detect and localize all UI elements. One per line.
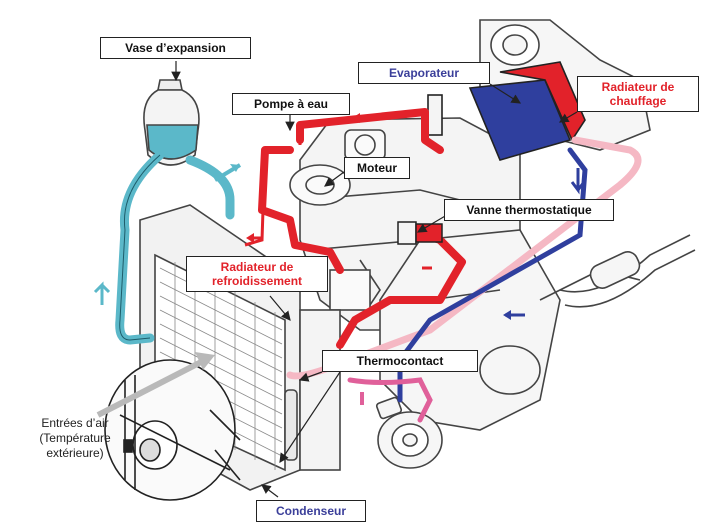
label-entrees-air: Entrées d’air (Température extérieure)	[20, 416, 130, 461]
label-radiateur-refroidissement: Radiateur de refroidissement	[186, 256, 328, 292]
label-radiateur-chauffage: Radiateur de chauffage	[577, 76, 699, 112]
compressor-branch-hose	[347, 377, 433, 423]
cyan-arrow-up-left	[93, 281, 111, 305]
gearbox-outline	[379, 229, 641, 431]
label-thermocontact: Thermocontact	[322, 350, 478, 372]
label-moteur: Moteur	[344, 157, 410, 179]
label-radiateur-chauffage-line2: chauffage	[609, 94, 667, 108]
label-entrees-air-line3: extérieure)	[46, 446, 104, 460]
label-condenseur: Condenseur	[256, 500, 366, 522]
label-vanne-thermostatique: Vanne thermostatique	[444, 199, 614, 221]
label-entrees-air-line1: Entrées d’air	[41, 416, 109, 430]
thermostat-valve	[397, 221, 443, 245]
expansion-hoses-outline	[119, 154, 161, 341]
expansion-tank	[143, 79, 200, 166]
ac-compressor	[375, 396, 443, 469]
label-vase-expansion-text: Vase d’expansion	[125, 41, 226, 55]
label-evaporateur: Evaporateur	[358, 62, 490, 84]
label-entrees-air-line2: (Température	[39, 431, 111, 445]
label-condenseur-text: Condenseur	[275, 504, 346, 518]
label-radiateur-refroidissement-line2: refroidissement	[211, 274, 303, 288]
label-vase-expansion: Vase d’expansion	[100, 37, 251, 59]
label-radiateur-chauffage-line1: Radiateur de	[601, 80, 675, 94]
label-pompe-a-eau-text: Pompe à eau	[253, 97, 329, 111]
label-moteur-text: Moteur	[357, 161, 397, 175]
hot-circuit-thin	[244, 125, 302, 247]
label-thermocontact-text: Thermocontact	[356, 354, 444, 368]
blue-arrow-down	[570, 168, 586, 195]
label-vanne-thermostatique-text: Vanne thermostatique	[466, 203, 592, 217]
label-pompe-a-eau: Pompe à eau	[232, 93, 350, 115]
air-intake-arrow	[96, 357, 207, 418]
label-evaporateur-text: Evaporateur	[388, 66, 460, 80]
label-radiateur-refroidissement-line1: Radiateur de	[220, 260, 294, 274]
exhaust-pipe	[559, 234, 696, 308]
